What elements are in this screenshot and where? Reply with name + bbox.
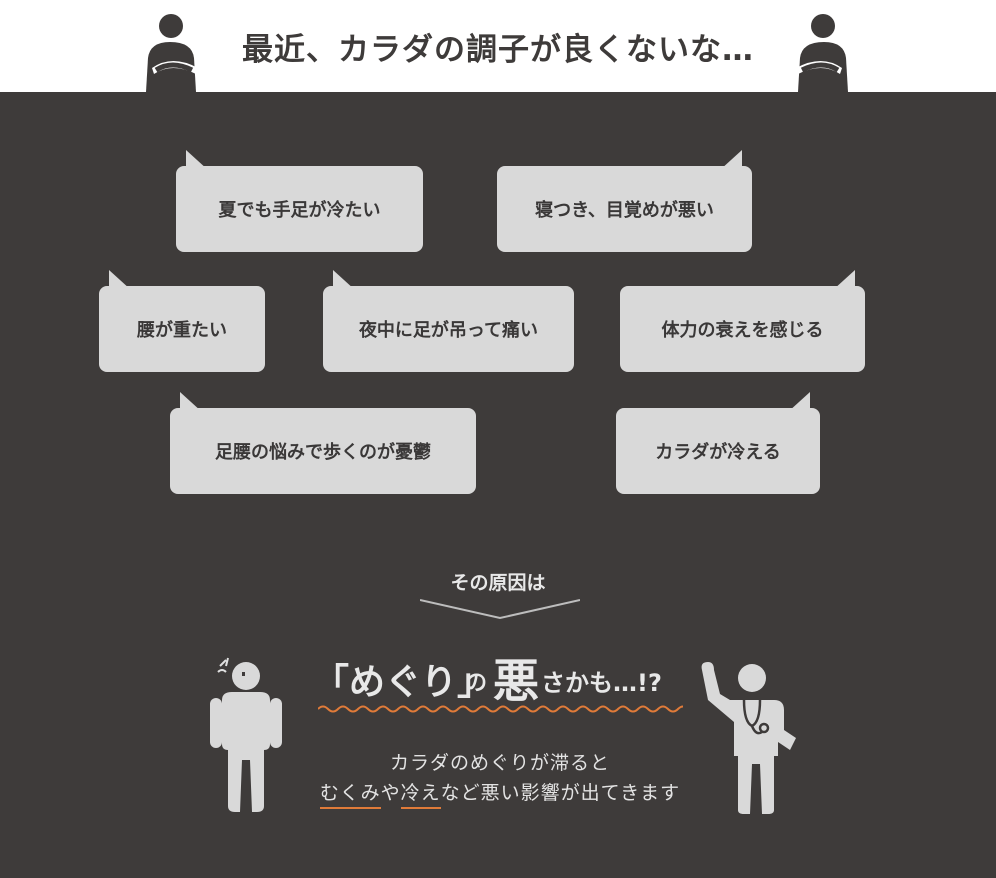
- header: 最近、カラダの調子が良くないな…: [0, 0, 996, 92]
- complaint-bubble: 夜中に足が吊って痛い: [323, 270, 574, 372]
- worried-person-icon: [146, 14, 198, 92]
- complaint-bubble: 夏でも手足が冷たい: [176, 150, 423, 252]
- complaint-bubble: 寝つき、目覚めが悪い: [497, 150, 752, 252]
- complaint-text: 体力の衰えを感じる: [661, 320, 824, 341]
- complaint-text: 夏でも手足が冷たい: [218, 200, 381, 221]
- headline-suffix: さかも…!?: [541, 669, 662, 697]
- complaint-text: 夜中に足が吊って痛い: [358, 320, 539, 341]
- chevron-down-icon: [420, 599, 580, 620]
- complaint-text: 寝つき、目覚めが悪い: [535, 200, 714, 221]
- cause-label: その原因は: [450, 572, 546, 594]
- page-title: 最近、カラダの調子が良くないな…: [242, 31, 754, 68]
- doctor-icon: [701, 662, 796, 814]
- description-rest: など悪い影響が出てきます: [440, 782, 681, 804]
- worried-person-icon: [796, 14, 848, 92]
- complaint-bubble: 体力の衰えを感じる: [620, 270, 865, 372]
- complaint-bubble: 足腰の悩みで歩くのが憂鬱: [170, 392, 476, 494]
- headline-keyword: 「めぐり」: [313, 662, 494, 703]
- highlight-swelling: むくみ: [319, 782, 381, 804]
- description-connector: や: [380, 782, 401, 804]
- highlight-chill: 冷え: [400, 782, 441, 804]
- complaint-bubble: カラダが冷える: [616, 392, 820, 494]
- confused-person-icon: [210, 657, 282, 812]
- description-line-1: カラダのめぐりが滞ると: [389, 752, 610, 774]
- headline-particle: の: [465, 671, 488, 696]
- complaint-text: 足腰の悩みで歩くのが憂鬱: [215, 442, 431, 463]
- complaint-text: カラダが冷える: [655, 442, 781, 463]
- complaint-bubble: 腰が重たい: [99, 270, 265, 372]
- wavy-underline: [318, 705, 683, 713]
- headline: 「めぐり」 の 悪 さかも…!?: [313, 645, 693, 709]
- complaint-text: 腰が重たい: [137, 320, 227, 341]
- headline-emphasis: 悪: [493, 654, 539, 708]
- description-line-2: むくみや冷えなど悪い影響が出てきます: [290, 778, 710, 805]
